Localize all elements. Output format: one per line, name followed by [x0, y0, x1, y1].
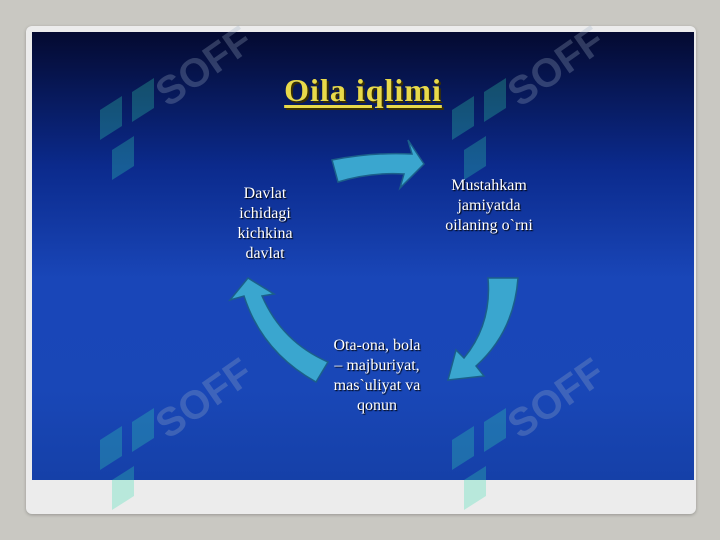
node-line: – majburiyat, — [334, 357, 420, 374]
node-line: Ota-ona, bola — [333, 337, 421, 354]
node-davlat-ichidagi: Davlat ichidagi kichkina davlat — [210, 184, 320, 264]
soff-logo-icon — [452, 78, 506, 180]
watermark-text: SOFF — [500, 18, 613, 115]
soff-logo-icon — [452, 408, 506, 510]
node-line: qonun — [357, 397, 397, 414]
arrow-right — [446, 277, 519, 381]
node-ota-ona-bola: Ota-ona, bola – majburiyat, mas`uliyat v… — [302, 336, 452, 416]
node-line: Mustahkam — [451, 177, 527, 194]
arrow-left — [227, 277, 330, 384]
node-line: oilaning o`rni — [445, 217, 533, 234]
watermark-text: SOFF — [148, 350, 261, 447]
node-mustahkam-jamiyatda: Mustahkam jamiyatda oilaning o`rni — [414, 176, 564, 236]
node-line: davlat — [245, 245, 285, 262]
node-line: ichidagi — [239, 205, 291, 222]
soff-logo-icon — [100, 78, 154, 180]
slide: Oila iqlimi Mustahkam jamiyatda oilaning… — [32, 32, 694, 480]
node-line: jamiyatda — [457, 197, 521, 214]
cycle-arrows — [227, 139, 519, 384]
arrow-top — [331, 139, 425, 191]
watermark-text: SOFF — [500, 350, 613, 447]
node-line: mas`uliyat va — [333, 377, 421, 394]
watermark-text: SOFF — [148, 18, 261, 115]
node-line: Davlat — [243, 185, 287, 202]
node-line: kichkina — [237, 225, 293, 242]
slide-title: Oila iqlimi — [284, 72, 442, 108]
soff-logo-icon — [100, 408, 154, 510]
